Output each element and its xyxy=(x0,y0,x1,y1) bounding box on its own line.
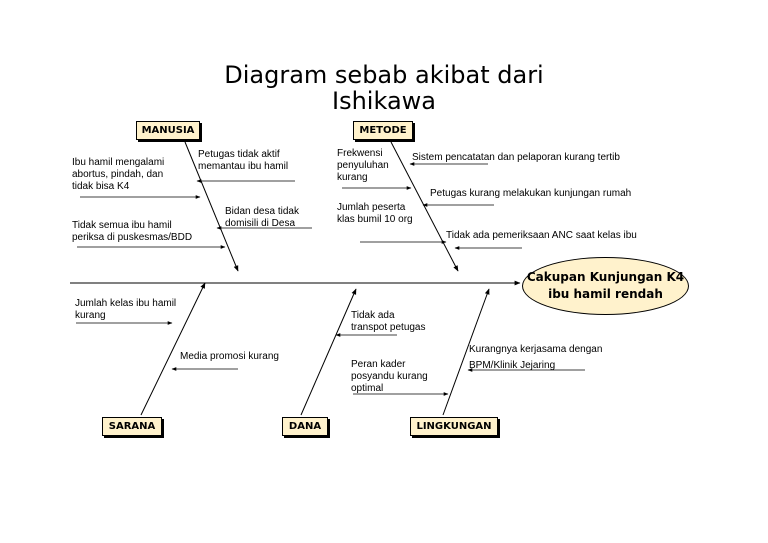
effect-ellipse: Cakupan Kunjungan K4 ibu hamil rendah xyxy=(522,257,689,315)
cause-manusia-4: Tidak semua ibu hamil periksa di puskesm… xyxy=(72,220,193,243)
bone-lingkungan xyxy=(442,288,490,416)
cause-metode-4: Jumlah peserta klas bumil 10 org xyxy=(337,202,413,225)
cause-metode-1: Frekwensi penyuluhan kurang xyxy=(337,148,389,183)
category-dana: DANA xyxy=(282,417,328,436)
bone-dana xyxy=(300,288,357,416)
effect-label: Cakupan Kunjungan K4 ibu hamil rendah xyxy=(526,270,685,301)
cause-sarana-1: Jumlah kelas ibu hamil kurang xyxy=(75,298,177,321)
bone-sarana xyxy=(140,282,206,416)
bone-manusia xyxy=(184,141,239,272)
category-manusia: MANUSIA xyxy=(136,121,200,140)
category-sarana: SARANA xyxy=(102,417,162,436)
category-lingkungan: LINGKUNGAN xyxy=(410,417,498,436)
cause-dana-2: Peran kader posyandu kurang optimal xyxy=(351,359,428,394)
cause-metode-5: Tidak ada pemeriksaan ANC saat kelas ibu xyxy=(446,230,637,241)
diagram-title: Diagram sebab akibat dari Ishikawa xyxy=(0,62,768,114)
cause-metode-2: Sistem pencatatan dan pelaporan kurang t… xyxy=(412,152,620,163)
cause-manusia-3: Bidan desa tidak domisili di Desa xyxy=(225,206,299,229)
category-metode: METODE xyxy=(353,121,413,140)
cause-lingkungan-1: Kurangnya kerjasama dengan BPM/Klinik Je… xyxy=(469,344,603,371)
cause-manusia-2: Ibu hamil mengalami abortus, pindah, dan… xyxy=(72,157,165,192)
title-line-1: Diagram sebab akibat dari xyxy=(224,61,544,89)
title-line-2: Ishikawa xyxy=(332,87,436,115)
cause-sarana-2: Media promosi kurang xyxy=(180,351,279,362)
cause-dana-1: Tidak ada transpot petugas xyxy=(351,310,426,333)
cause-metode-3: Petugas kurang melakukan kunjungan rumah xyxy=(430,188,632,199)
cause-manusia-1: Petugas tidak aktif memantau ibu hamil xyxy=(198,149,289,172)
